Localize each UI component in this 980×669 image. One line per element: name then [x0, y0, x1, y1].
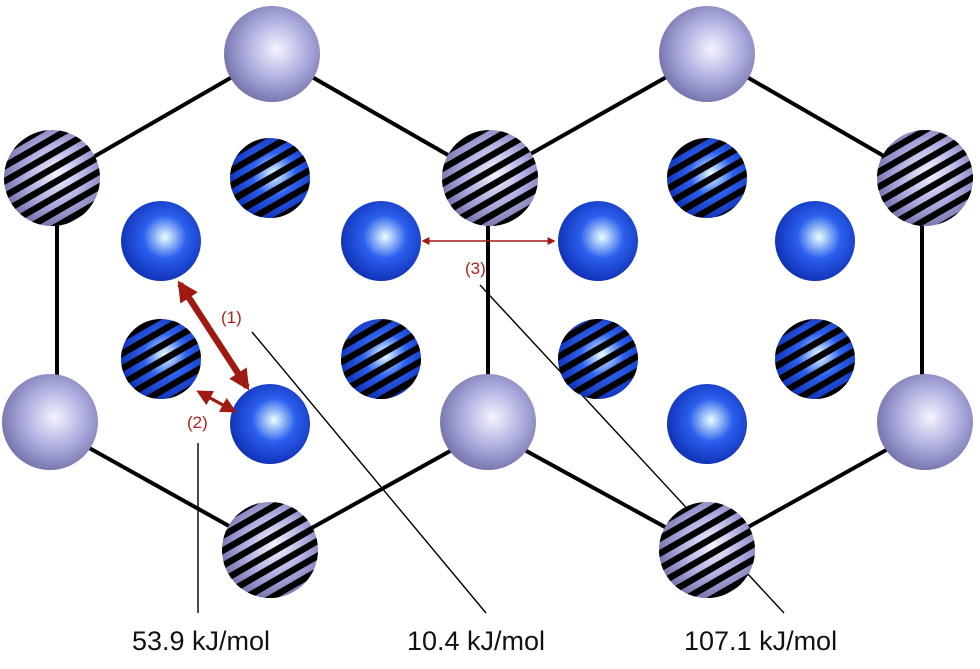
- corner-atoms: [2, 6, 973, 470]
- interstitial-site: [341, 201, 421, 281]
- path-3-label: (3): [465, 259, 486, 278]
- path-1-arrow: [177, 280, 250, 391]
- energy-path-2: 53.9 kJ/mol: [132, 626, 270, 656]
- corner-atom: [224, 6, 320, 102]
- path-1-label: (1): [221, 308, 242, 327]
- energy-path-3: 107.1 kJ/mol: [684, 626, 837, 656]
- interstitial-site: [121, 201, 201, 281]
- hexagon-left: [55, 52, 490, 552]
- interstitial-site: [775, 201, 855, 281]
- diffusion-arrows: [177, 237, 556, 413]
- hatched-interstitial-sites: [121, 138, 855, 399]
- hatched-corner-atom: [877, 130, 973, 226]
- hatched-corner-atom: [442, 130, 538, 226]
- hatched-interstitial-site: [230, 138, 310, 218]
- hatched-interstitial-site: [775, 319, 855, 399]
- hatched-interstitial-site: [121, 319, 201, 399]
- leader-line-1: [251, 331, 487, 614]
- energy-labels: 53.9 kJ/mol 10.4 kJ/mol 107.1 kJ/mol: [132, 626, 837, 656]
- interstitial-sites: [121, 201, 855, 464]
- path-2-arrow: [196, 390, 237, 413]
- hatched-interstitial-site: [667, 138, 747, 218]
- corner-atom: [877, 374, 973, 470]
- hatched-corner-atom: [4, 130, 100, 226]
- hatched-corner-atom: [659, 502, 755, 598]
- hexagon-right: [486, 52, 924, 552]
- interstitial-site: [558, 201, 638, 281]
- path-labels: (1) (2) (3): [185, 259, 486, 433]
- hatched-corner-atoms: [4, 130, 973, 598]
- hatched-corner-atom: [222, 502, 318, 598]
- path-2-label: (2): [187, 413, 208, 432]
- interstitial-site: [230, 384, 310, 464]
- lattice-frame: [55, 52, 924, 552]
- hatched-interstitial-site: [341, 319, 421, 399]
- corner-atom: [440, 374, 536, 470]
- corner-atom: [659, 6, 755, 102]
- hatched-interstitial-site: [558, 319, 638, 399]
- corner-atom: [2, 374, 98, 470]
- interstitial-site: [667, 384, 747, 464]
- energy-path-1: 10.4 kJ/mol: [407, 626, 545, 656]
